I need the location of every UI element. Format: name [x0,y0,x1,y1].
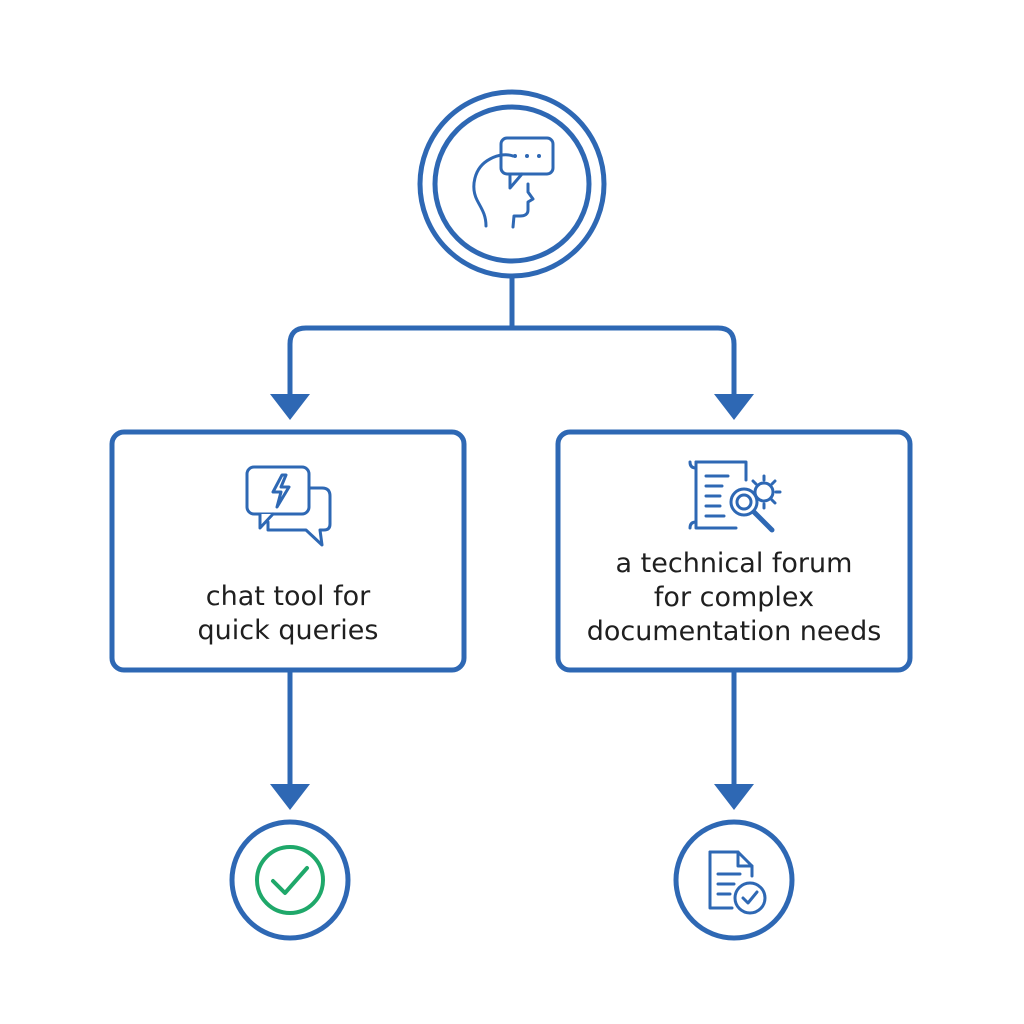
option-box-right [555,429,913,673]
chat-lightning-icon [245,465,332,547]
outcome-right [673,819,795,941]
option-box-left-label: chat tool for quick queries [112,580,464,648]
option-box-right-label-line: for complex [653,582,815,613]
option-box-right-label: a technical forum for complex documentat… [558,547,910,649]
arrow-head-right-box [714,394,754,420]
option-box-right-label-line: documentation needs [586,616,882,647]
outcome-right-ring [673,819,795,941]
option-box-right-frame [555,429,913,673]
root-node [417,89,607,279]
document-search-gear-icon [688,460,782,533]
arrow-head-left-outcome [270,784,310,810]
branch-connector [287,273,737,399]
option-box-left-frame [109,429,467,673]
option-box-left-label-line: quick queries [197,615,379,646]
check-circle-icon [255,845,325,915]
document-check-icon [708,850,767,915]
arrowheads [270,394,754,810]
outcome-left-ring [229,819,351,941]
option-box-left-label-line: chat tool for [205,581,371,612]
option-box-right-label-line: a technical forum [615,548,853,579]
outcome-left [229,819,351,941]
connectors [287,273,737,789]
arrow-head-right-outcome [714,784,754,810]
user-chat-bubble-icon [472,136,555,229]
option-box-left [109,429,467,673]
arrow-head-left-box [270,394,310,420]
root-node-inner-ring [432,104,592,264]
